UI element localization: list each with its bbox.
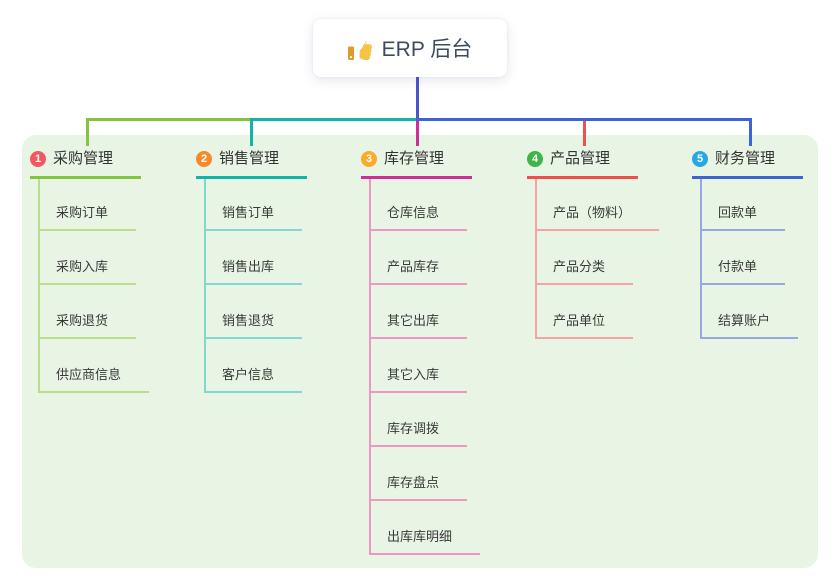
connector-branch-drop — [250, 118, 253, 146]
connector-branch-drop — [583, 121, 586, 146]
root-node-label: ERP 后台 — [381, 38, 473, 61]
connector-bus-segment — [250, 118, 419, 121]
child-node[interactable]: 销售订单 — [206, 179, 303, 231]
branch-title[interactable]: 5 财务管理 — [692, 150, 804, 179]
connector-bus-segment — [86, 118, 253, 121]
branch-title-label: 销售管理 — [219, 150, 280, 167]
child-node[interactable]: 仓库信息 — [371, 179, 468, 231]
branch-number-badge: 5 — [692, 151, 708, 167]
branch-title[interactable]: 2 销售管理 — [196, 150, 308, 179]
child-node[interactable]: 其它入库 — [371, 339, 468, 393]
branch-children: 产品（物料）产品分类产品单位 — [535, 179, 660, 339]
branch-children: 仓库信息产品库存其它出库其它入库库存调拨库存盘点出库库明细 — [369, 179, 481, 555]
connector-root-drop — [416, 77, 419, 121]
child-node[interactable]: 产品库存 — [371, 231, 468, 285]
branches-panel — [22, 135, 818, 568]
child-node[interactable]: 出库库明细 — [371, 501, 481, 555]
child-node[interactable]: 产品单位 — [537, 285, 634, 339]
child-node[interactable]: 供应商信息 — [40, 339, 150, 393]
branch-1: 1 采购管理采购订单采购入库采购退货供应商信息 — [30, 150, 150, 393]
connector-branch-drop — [749, 118, 752, 146]
child-node[interactable]: 采购退货 — [40, 285, 137, 339]
child-node[interactable]: 库存盘点 — [371, 447, 468, 501]
branch-number-badge: 1 — [30, 151, 46, 167]
child-node[interactable]: 采购订单 — [40, 179, 137, 231]
root-node[interactable]: ERP 后台 — [313, 19, 507, 77]
branch-title[interactable]: 1 采购管理 — [30, 150, 142, 179]
branch-children: 销售订单销售出库销售退货客户信息 — [204, 179, 303, 393]
child-node[interactable]: 采购入库 — [40, 231, 137, 285]
branch-title[interactable]: 3 库存管理 — [361, 150, 473, 179]
connector-bus-segment — [416, 118, 752, 121]
branch-title-label: 产品管理 — [550, 150, 611, 167]
branch-title[interactable]: 4 产品管理 — [527, 150, 639, 179]
child-node[interactable]: 产品分类 — [537, 231, 634, 285]
branch-children: 回款单付款单结算账户 — [700, 179, 799, 339]
child-node[interactable]: 客户信息 — [206, 339, 303, 393]
branch-title-label: 采购管理 — [53, 150, 114, 167]
branch-title-label: 财务管理 — [715, 150, 776, 167]
child-node[interactable]: 结算账户 — [702, 285, 799, 339]
branch-number-badge: 3 — [361, 151, 377, 167]
child-node[interactable]: 产品（物料） — [537, 179, 660, 231]
branch-5: 5 财务管理回款单付款单结算账户 — [692, 150, 804, 339]
child-node[interactable]: 销售退货 — [206, 285, 303, 339]
branch-2: 2 销售管理销售订单销售出库销售退货客户信息 — [196, 150, 308, 393]
connector-branch-drop — [416, 121, 419, 146]
branch-4: 4 产品管理产品（物料）产品分类产品单位 — [527, 150, 660, 339]
branch-number-badge: 2 — [196, 151, 212, 167]
child-node[interactable]: 其它出库 — [371, 285, 468, 339]
child-node[interactable]: 付款单 — [702, 231, 786, 285]
branch-title-label: 库存管理 — [384, 150, 445, 167]
child-node[interactable]: 销售出库 — [206, 231, 303, 285]
thumbs-up-icon — [347, 39, 372, 60]
branch-number-badge: 4 — [527, 151, 543, 167]
child-node[interactable]: 回款单 — [702, 179, 786, 231]
connector-branch-drop — [86, 118, 89, 146]
branch-children: 采购订单采购入库采购退货供应商信息 — [38, 179, 150, 393]
branch-3: 3 库存管理仓库信息产品库存其它出库其它入库库存调拨库存盘点出库库明细 — [361, 150, 481, 555]
child-node[interactable]: 库存调拨 — [371, 393, 468, 447]
